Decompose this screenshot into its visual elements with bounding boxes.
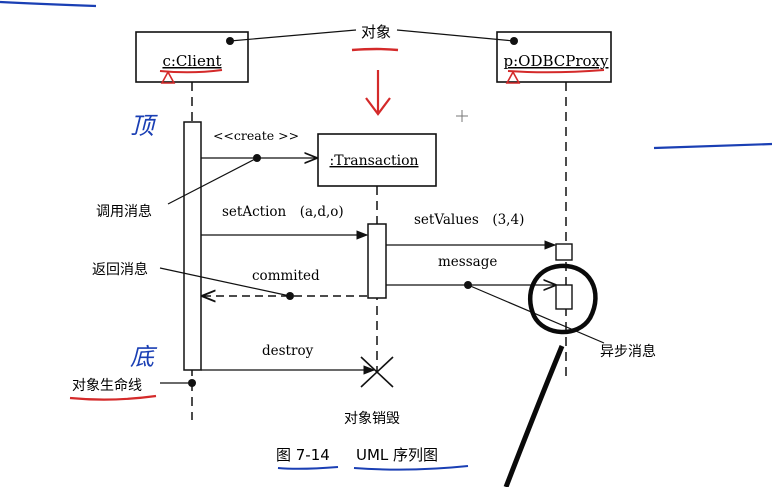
lifeline-dot [188, 379, 196, 387]
transaction-object-label: :Transaction [329, 153, 418, 169]
object-pointer-right [396, 29, 515, 42]
lifeline-annotation: 对象生命线 [72, 377, 142, 394]
commited-label: commited [252, 268, 320, 284]
blue-pen-stroke-right [653, 142, 772, 150]
object-pointer-left-dot [226, 37, 234, 45]
red-underline-proxy [507, 69, 605, 74]
destroy-message-label: destroy [262, 343, 314, 359]
red-arrow-head [365, 97, 391, 116]
object-pointer-left [229, 29, 357, 42]
red-underline-lifeline [69, 394, 157, 401]
proxy-activation-sync [555, 243, 573, 261]
call-message-annotation: 调用消息 [96, 203, 152, 220]
black-pen-circle [528, 263, 598, 335]
destroy-object-annotation: 对象销毁 [344, 411, 400, 427]
blue-underline-caption-left [277, 466, 339, 470]
blue-underline-caption-right [353, 465, 469, 471]
set-action-label: setAction (a,d,o) [222, 204, 344, 220]
handwritten-top: 顶 [130, 112, 158, 140]
async-message-pointer [467, 284, 605, 344]
transaction-object: :Transaction [317, 133, 437, 187]
plus-mark [456, 110, 468, 122]
red-triangle-client [160, 70, 176, 84]
client-activation [183, 121, 202, 371]
transaction-activation [367, 223, 387, 299]
blue-pen-stroke-top [0, 0, 97, 8]
red-underline-client [159, 69, 223, 74]
async-message-label: message [438, 254, 497, 270]
create-message-label: <<create >> [213, 128, 299, 143]
object-pointer-right-dot [510, 37, 518, 45]
object-annotation: 对象 [361, 23, 391, 41]
call-message-pointer [167, 157, 258, 205]
return-message-annotation: 返回消息 [92, 261, 148, 278]
figure-number: 图 7-14 [276, 446, 330, 464]
set-values-label: setValues (3,4) [414, 212, 524, 228]
return-message-pointer [159, 267, 291, 297]
red-triangle-proxy [505, 70, 521, 84]
proxy-object-label: p:ODBCProxy [504, 52, 610, 70]
proxy-activation-async [555, 284, 573, 310]
black-pen-stroke [503, 345, 565, 487]
handwritten-bottom: 底 [130, 343, 158, 371]
async-message-annotation: 异步消息 [600, 343, 656, 360]
client-object-label: c:Client [162, 52, 221, 70]
destroy-cross [360, 356, 394, 388]
figure-title: UML 序列图 [356, 446, 438, 464]
red-underline-object [351, 47, 399, 52]
